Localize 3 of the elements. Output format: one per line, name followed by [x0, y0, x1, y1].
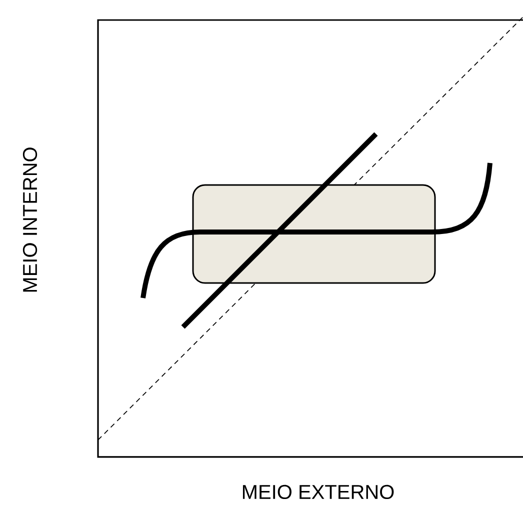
rounded-box — [192, 184, 436, 284]
axis-label: MEIO EXTERNO — [242, 484, 394, 500]
axis-label: MEIO INTERNO — [22, 148, 38, 292]
